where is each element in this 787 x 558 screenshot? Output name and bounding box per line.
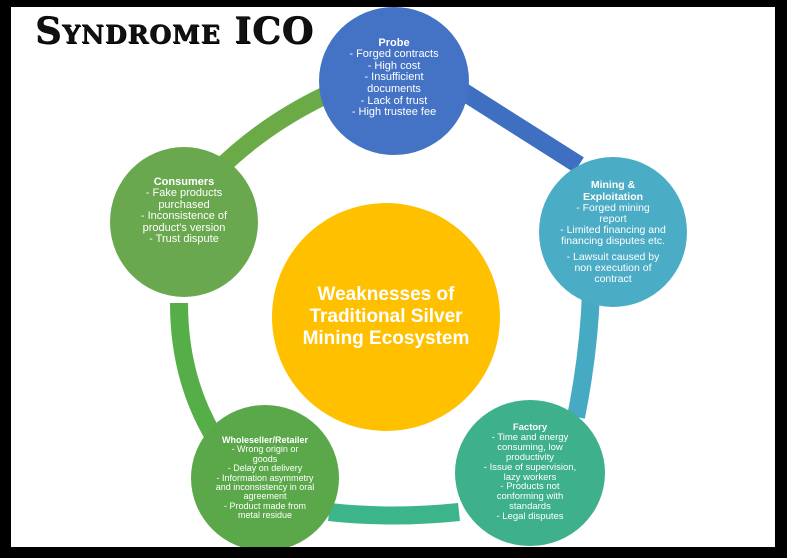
arc-mining-to-factory xyxy=(567,291,600,419)
node-factory-item: - Issue of supervision, lazy workers xyxy=(483,461,577,483)
node-wholesaler-title: Wholeseller/Retailer xyxy=(221,435,309,446)
node-consumers-item: - Trust dispute xyxy=(149,233,219,246)
brand-logo-text: Syndrome ICO xyxy=(35,10,315,52)
node-mining-title: Mining & Exploitation xyxy=(582,179,644,204)
node-mining-item: - Lawsuit caused by non execution of con… xyxy=(566,250,660,285)
node-factory-title: Factory xyxy=(512,421,548,433)
node-mining-item: - Limited financing and financing disput… xyxy=(560,224,666,248)
node-consumers-item: - Fake products purchased xyxy=(145,187,223,211)
node-consumers: Consumers - Fake products purchased - In… xyxy=(110,147,258,297)
node-consumers-title: Consumers xyxy=(153,176,215,189)
node-consumers-item: - Inconsistence of product's version xyxy=(140,210,228,234)
node-probe: Probe - Forged contracts - High cost - I… xyxy=(319,7,469,155)
arc-factory-to-wholesaler xyxy=(328,503,460,525)
node-wholesaler: Wholeseller/Retailer - Wrong origin or g… xyxy=(191,405,339,547)
node-mining-item: - Forged mining report xyxy=(576,202,650,226)
diagram-canvas: Syndrome ICO Probe - Forged contracts - … xyxy=(11,7,775,547)
node-factory-item: - Legal disputes xyxy=(496,511,564,523)
node-probe-item: - Insufficient documents xyxy=(364,71,424,95)
node-factory: Factory - Time and energy consuming, low… xyxy=(455,400,605,546)
arc-probe-to-mining xyxy=(451,79,584,173)
node-wholesaler-item: - Wrong origin or goods xyxy=(231,444,299,464)
node-wholesaler-item: - Information asymmetry and inconsistenc… xyxy=(215,472,315,502)
node-factory-item: - Products not conforming with standards xyxy=(496,481,564,513)
arc-consumers-to-probe xyxy=(209,86,330,179)
node-mining: Mining & Exploitation - Forged mining re… xyxy=(539,157,687,307)
center-title: Weaknesses of Traditional Silver Mining … xyxy=(302,284,470,349)
node-wholesaler-item: - Product made from metal residue xyxy=(223,500,307,521)
node-wholesaler-item: - Delay on delivery xyxy=(227,463,303,474)
node-probe-item: - Forged contracts xyxy=(349,48,439,61)
node-probe-item: - High cost xyxy=(367,59,421,72)
center-circle: Weaknesses of Traditional Silver Mining … xyxy=(272,203,500,431)
arc-wholesaler-to-consumers xyxy=(170,302,221,440)
node-factory-item: - Time and energy consuming, low product… xyxy=(491,431,569,463)
node-probe-item: - High trustee fee xyxy=(351,106,437,119)
node-probe-item: - Lack of trust xyxy=(360,94,428,107)
node-probe-title: Probe xyxy=(378,37,410,50)
